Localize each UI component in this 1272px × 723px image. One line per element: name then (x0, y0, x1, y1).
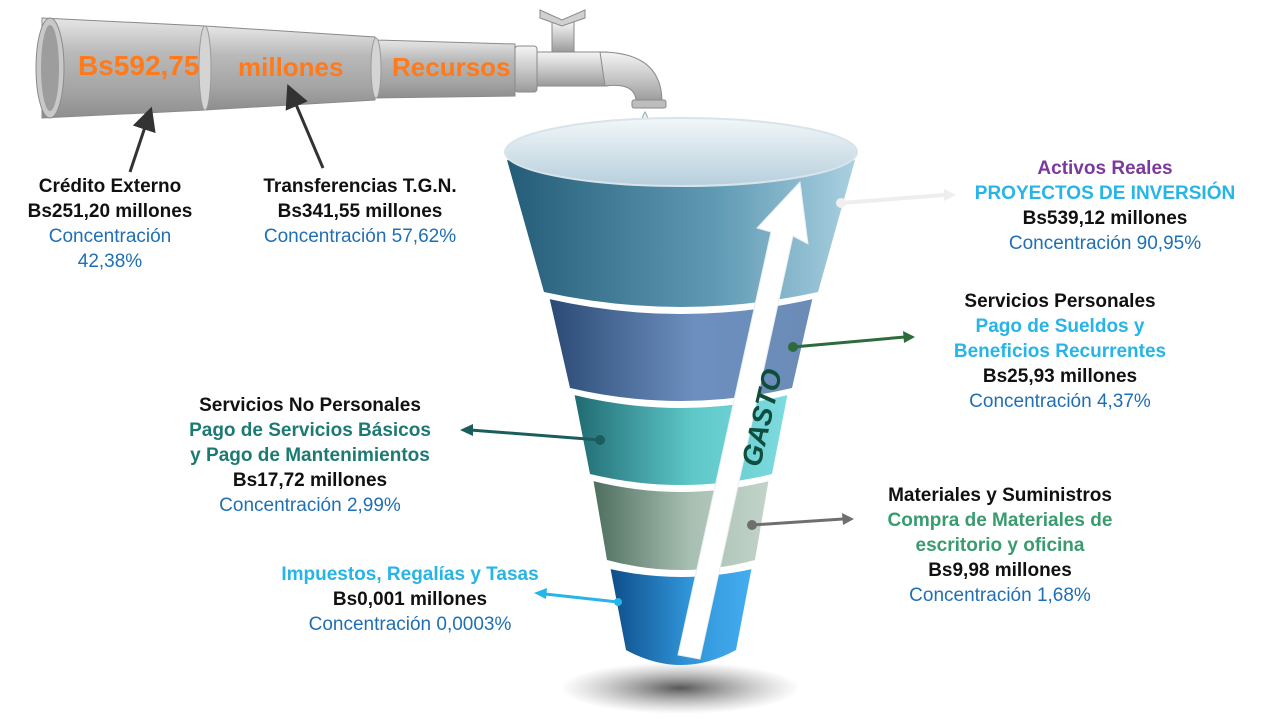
expense-title: Materiales y Suministros (888, 485, 1112, 506)
arrow-activos (836, 189, 956, 208)
arrow-impuestos (534, 588, 622, 606)
expense-amount: Bs0,001 millones (332, 589, 488, 610)
arrow-credito (128, 106, 156, 173)
pipe-label: Recursos (392, 52, 511, 82)
source-transferencias: Transferencias T.G.N. Bs341,55 millones … (240, 177, 480, 246)
expense-materiales: Materiales y Suministros Compra de Mater… (855, 486, 1145, 605)
expense-title: Servicios Personales (964, 291, 1156, 312)
expense-concentration: Concentración 0,0003% (308, 614, 512, 635)
expense-amount: Bs539,12 millones (1022, 208, 1188, 229)
expense-amount: Bs17,72 millones (232, 470, 388, 491)
resources-pipe (35, 17, 516, 119)
expense-description: escritorio y oficina (915, 535, 1085, 556)
source-credito-externo: Crédito Externo Bs251,20 millones Concen… (10, 177, 210, 271)
expense-description: Beneficios Recurrentes (953, 341, 1167, 362)
pipe-amount: Bs592,75 (78, 50, 200, 81)
expense-title: Impuestos, Regalías y Tasas (281, 564, 539, 585)
expense-activos-reales: Activos Reales PROYECTOS DE INVERSIÓN Bs… (950, 159, 1260, 253)
arrow-no-personales (460, 424, 605, 445)
source-concentration: Concentración (48, 226, 172, 247)
expense-concentration: Concentración 90,95% (1008, 233, 1202, 254)
expense-title: Servicios No Personales (199, 395, 421, 416)
source-title: Transferencias T.G.N. (263, 176, 457, 197)
expense-impuestos: Impuestos, Regalías y Tasas Bs0,001 mill… (240, 565, 580, 634)
expense-title: Activos Reales (1037, 158, 1173, 179)
arrow-materiales (747, 513, 854, 530)
expense-amount: Bs25,93 millones (982, 366, 1138, 387)
arrow-personales (788, 331, 915, 352)
expense-amount: Bs9,98 millones (928, 560, 1072, 581)
expense-servicios-no-personales: Servicios No Personales Pago de Servicio… (160, 396, 460, 515)
pipe-unit: millones (238, 52, 344, 82)
expense-concentration: Concentración 2,99% (219, 495, 401, 516)
source-amount: Bs251,20 millones (27, 201, 193, 222)
expense-description: PROYECTOS DE INVERSIÓN (974, 183, 1236, 204)
source-concentration: Concentración 57,62% (263, 226, 457, 247)
source-concentration-value: 42,38% (77, 251, 143, 272)
expense-description: Compra de Materiales de (887, 510, 1113, 531)
source-title: Crédito Externo (38, 176, 182, 197)
source-amount: Bs341,55 millones (277, 201, 443, 222)
faucet (514, 9, 667, 109)
expense-description: Pago de Sueldos y (975, 316, 1145, 337)
expense-concentration: Concentración 1,68% (909, 585, 1091, 606)
expense-concentration: Concentración 4,37% (969, 391, 1151, 412)
expense-servicios-personales: Servicios Personales Pago de Sueldos y B… (920, 292, 1200, 411)
funnel-shadow (560, 662, 800, 714)
expense-description: y Pago de Mantenimientos (190, 445, 430, 466)
expense-description: Pago de Servicios Básicos (189, 420, 431, 441)
arrow-transferencias (285, 83, 325, 169)
